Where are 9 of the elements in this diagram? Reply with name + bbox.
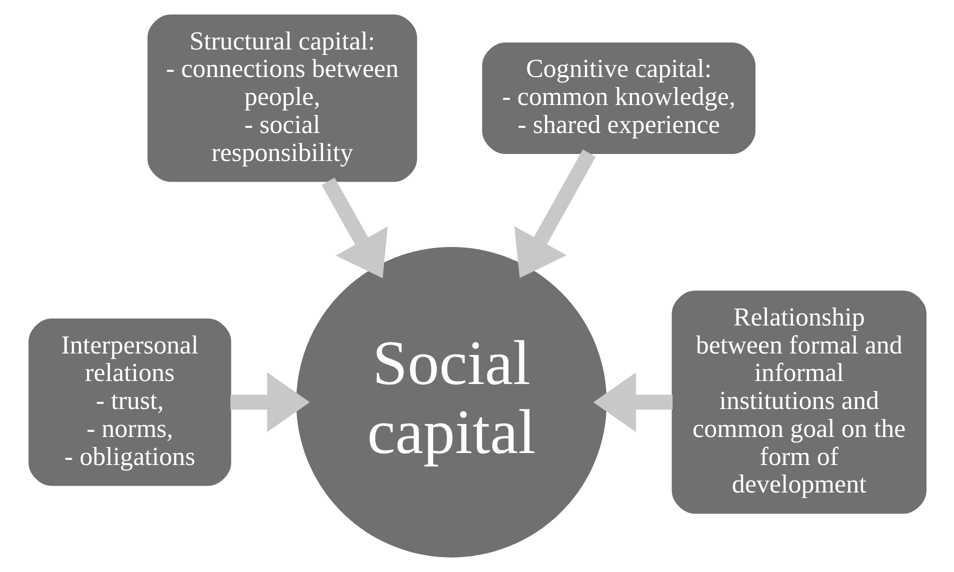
node-circle: Social capital [296,246,606,558]
arrow [321,178,388,278]
node-box: Interpersonal relations - trust, - norms, - obligations [28,318,231,486]
node-box: Structural capital: - connections between people, - social responsibility [147,14,417,182]
node-box: Relationship between formal and informal institutions and common goal on the form of development [671,290,926,514]
node-box: Cognitive capital: - common knowledge, - shared experience [482,42,755,154]
arrow [592,372,672,432]
arrow [230,372,310,432]
arrow [514,149,596,278]
